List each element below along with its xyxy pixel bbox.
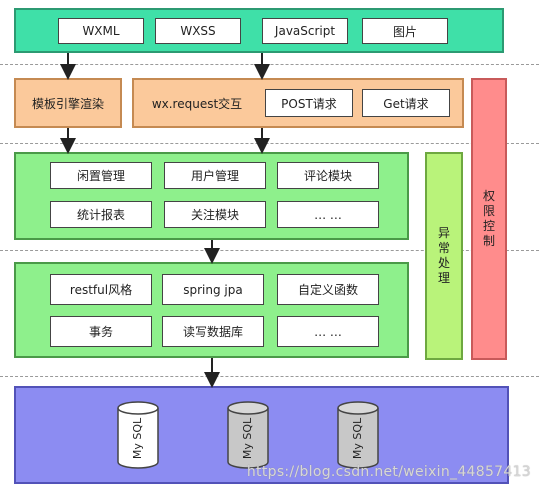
frontend-item-wxss: WXSS xyxy=(155,18,241,44)
watermark: https://blog.csdn.net/weixin_44857413 xyxy=(246,464,531,480)
business-item-stats: 统计报表 xyxy=(50,201,152,228)
database-label-3: My SQL xyxy=(351,417,365,460)
frontend-item-javascript: JavaScript xyxy=(262,18,348,44)
business-item-follow: 关注模块 xyxy=(164,201,266,228)
business-item-idle: 闲置管理 xyxy=(50,162,152,189)
database-label-1: My SQL xyxy=(131,417,145,460)
service-item-restful: restful风格 xyxy=(50,274,152,305)
separator-4 xyxy=(0,376,539,377)
exception-panel xyxy=(425,152,463,360)
get-request-box: Get请求 xyxy=(362,89,450,117)
database-cylinder-3 xyxy=(337,401,379,469)
frontend-item-wxml: WXML xyxy=(58,18,144,44)
service-item-custom-function: 自定义函数 xyxy=(277,274,379,305)
separator-3 xyxy=(0,250,539,251)
database-cylinder-2 xyxy=(227,401,269,469)
request-label: wx.request交互 xyxy=(151,96,243,111)
service-item-transaction: 事务 xyxy=(50,316,152,347)
template-engine-box xyxy=(14,78,122,128)
permission-label: 权限控制 xyxy=(482,189,495,248)
service-item-db-rw: 读写数据库 xyxy=(162,316,264,347)
business-item-more: … … xyxy=(277,201,379,228)
service-item-jpa: spring jpa xyxy=(162,274,264,305)
exception-label: 异常处理 xyxy=(437,226,450,285)
frontend-item-image: 图片 xyxy=(362,18,448,44)
business-item-comment: 评论模块 xyxy=(277,162,379,189)
service-item-more: … … xyxy=(277,316,379,347)
business-item-user: 用户管理 xyxy=(164,162,266,189)
post-request-box: POST请求 xyxy=(265,89,353,117)
permission-panel xyxy=(471,78,507,360)
database-cylinder-1 xyxy=(117,401,159,469)
database-label-2: My SQL xyxy=(241,417,255,460)
template-engine-label: 模板引擎渲染 xyxy=(31,96,104,111)
